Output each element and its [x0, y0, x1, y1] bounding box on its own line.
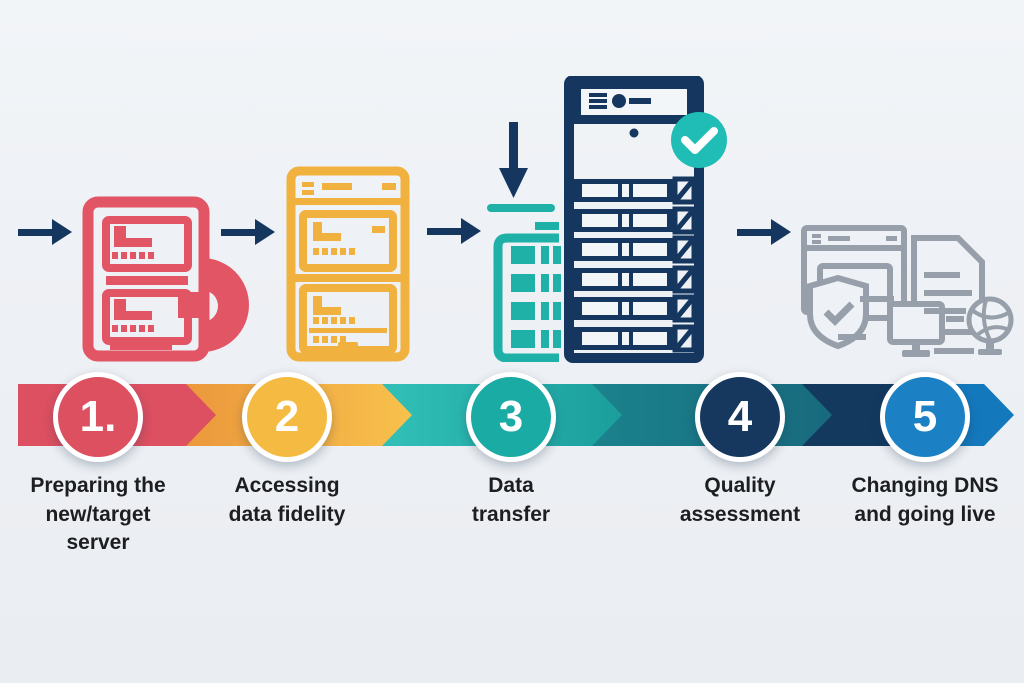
- step-number-2: 2: [274, 392, 300, 441]
- dial-half-disc: [202, 258, 249, 352]
- down-arrow-icon: [499, 122, 528, 198]
- step-label-4: Quality assessment: [679, 474, 801, 526]
- dial-stub: [178, 292, 206, 318]
- step-label-5: Changing DNS and going live: [851, 474, 999, 526]
- arrow-right-icon: [427, 218, 481, 244]
- source-server-icon: [82, 196, 249, 362]
- shield-check-icon: [807, 274, 869, 350]
- arrow-right-icon: [18, 219, 72, 245]
- step-circle-5: 5: [880, 372, 970, 462]
- step-number-5: 5: [912, 392, 938, 441]
- step-label-2: Accessing data fidelity: [228, 474, 346, 526]
- go-live-devices-icon: [801, 225, 1014, 357]
- step-number-4: 4: [727, 392, 753, 441]
- step-label-1: Preparing the new/target server: [30, 474, 166, 555]
- step-label-3: Data transfer: [471, 474, 551, 526]
- arrow-right-icon: [221, 219, 275, 245]
- step-circle-3: 3: [466, 372, 556, 462]
- checkmark-icon: [671, 112, 727, 168]
- step-circle-4: 4: [695, 372, 785, 462]
- rack-rows: [574, 176, 697, 353]
- step-circle-1: 1.: [53, 372, 143, 462]
- arrow-right-icon: [737, 219, 791, 245]
- globe-icon: [966, 296, 1014, 344]
- data-transfer-stack-icon: [487, 122, 561, 362]
- target-server-icon: [286, 166, 410, 362]
- step-circle-2: 2: [242, 372, 332, 462]
- step-number-1: 1.: [79, 392, 117, 441]
- step-number-3: 3: [498, 392, 524, 441]
- server-rack-check-icon: [564, 76, 727, 363]
- underline-bar: [487, 204, 555, 212]
